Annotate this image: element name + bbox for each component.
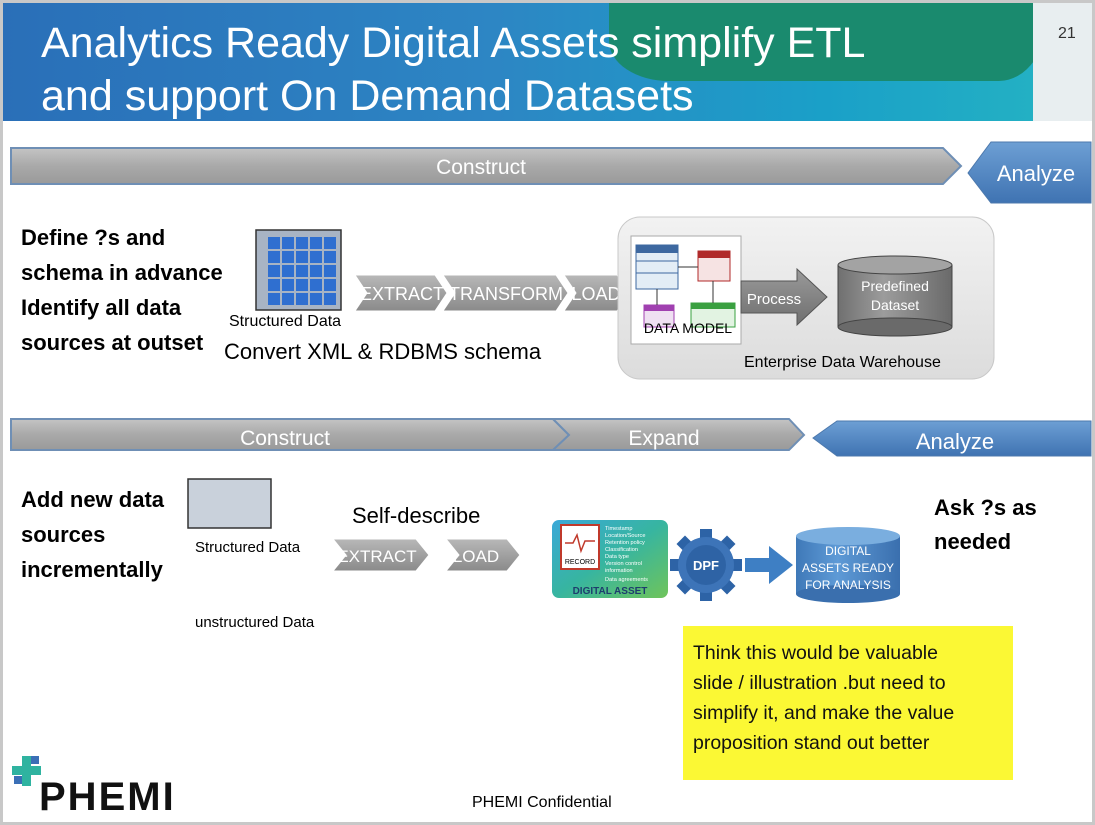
asset-bullet-1: Timestamp [605,526,632,532]
top-left-text: Define ?s and schema in advance Identify… [21,220,223,360]
title-line-1: Analytics Ready Digital Assets simplify … [41,19,866,67]
digital-assets-ready-cylinder [796,527,900,603]
dpf-gear-icon [670,529,742,601]
bottom-expand-banner [550,418,806,451]
top-analyze-label: Analyze [997,161,1075,186]
dpf-label: DPF [693,558,719,573]
bottom-left-line-3: incrementally [21,557,163,582]
bottom-extract-label: EXTRACT [337,547,416,566]
bottom-analyze-label: Analyze [916,429,994,454]
extract-step [354,274,448,312]
ask-line-2: needed [934,529,1012,554]
top-structured-label: Structured Data [229,313,342,330]
header-green-shape [609,3,1049,81]
bottom-load-label: LOAD [453,547,499,566]
asset-bullet-8: Data agreements [605,577,648,583]
transform-step [442,274,569,312]
bottom-analyze-banner [812,420,1092,457]
bottom-left-line-1: Add new data [21,487,165,512]
note-line-3: simplify it, and make the value [693,702,955,724]
top-left-line-4: sources at outset [21,330,204,355]
asset-bullet-2: Location/Source [605,533,645,539]
unstructured-label: unstructured Data [195,614,315,631]
dataset-label-line-2: Dataset [871,297,919,313]
record-label: RECORD [565,559,595,566]
bottom-left-line-2: sources [21,522,106,547]
digital-asset-label: DIGITAL ASSET [573,586,648,597]
asset-bullet-4: Classification [605,547,638,553]
header-corner [1033,3,1092,121]
process-label: Process [747,291,801,308]
load-step-label: LOAD [571,284,620,304]
top-left-line-2: schema in advance [21,260,223,285]
bottom-left-text: Add new data sources incrementally [21,482,164,587]
diagram-graphics: Construct Analyze EXTRACT TRANSFORM LOAD [10,141,1092,786]
bottom-structured-label: Structured Data [195,539,301,556]
extract-step-label: EXTRACT [360,284,444,304]
phemi-logo-icon [12,756,41,786]
phemi-logo-text: PHEMI [39,775,176,819]
data-model-icon [635,244,736,328]
bottom-extract-step [331,538,430,572]
top-left-line-3: Identify all data [21,295,182,320]
ask-line-1: Ask ?s as [934,495,1037,520]
note-line-2: slide / illustration .but need to [693,672,946,694]
self-describe-label: Self-describe [352,503,481,528]
structured-data-box [187,478,272,529]
top-analyze-banner [967,141,1092,204]
note-line-1: Think this would be valuable [693,642,938,664]
title-line-2: and support On Demand Datasets [41,72,694,120]
data-model-label: DATA MODEL [644,320,732,336]
convert-caption: Convert XML & RDBMS schema [224,339,542,364]
ready-label-line-3: FOR ANALYSIS [805,578,891,592]
bottom-expand-label: Expand [628,427,699,450]
sticky-note: Think this would be valuable slide / ill… [683,626,1013,780]
load-step [563,274,630,312]
note-line-4: proposition stand out better [693,732,930,754]
top-left-line-1: Define ?s and [21,225,166,250]
bottom-construct-label: Construct [240,427,330,450]
slide-title: Analytics Ready Digital Assets simplify … [41,17,865,123]
asset-bullet-5: Data type [605,554,629,560]
blue-arrow [745,546,793,584]
bottom-load-step [444,538,521,572]
ready-label-line-2: ASSETS READY [802,561,894,575]
process-arrow [740,267,828,327]
ready-label-line-1: DIGITAL [825,544,871,558]
page-number: 21 [1058,25,1076,42]
ask-questions-text: Ask ?s as needed [934,491,1037,559]
asset-bullet-3: Retention policy [605,540,645,546]
record-icon [560,524,600,570]
top-construct-banner [10,147,963,185]
predefined-dataset-cylinder [837,255,953,337]
asset-bullet-6: Version control [605,561,642,567]
dataset-label-line-1: Predefined [861,278,929,294]
footer-confidential: PHEMI Confidential [472,794,612,811]
transform-step-label: TRANSFORM [449,284,563,304]
top-construct-label: Construct [436,156,526,179]
warehouse-label: Enterprise Data Warehouse [744,354,941,371]
asset-bullet-7: information [605,568,633,574]
